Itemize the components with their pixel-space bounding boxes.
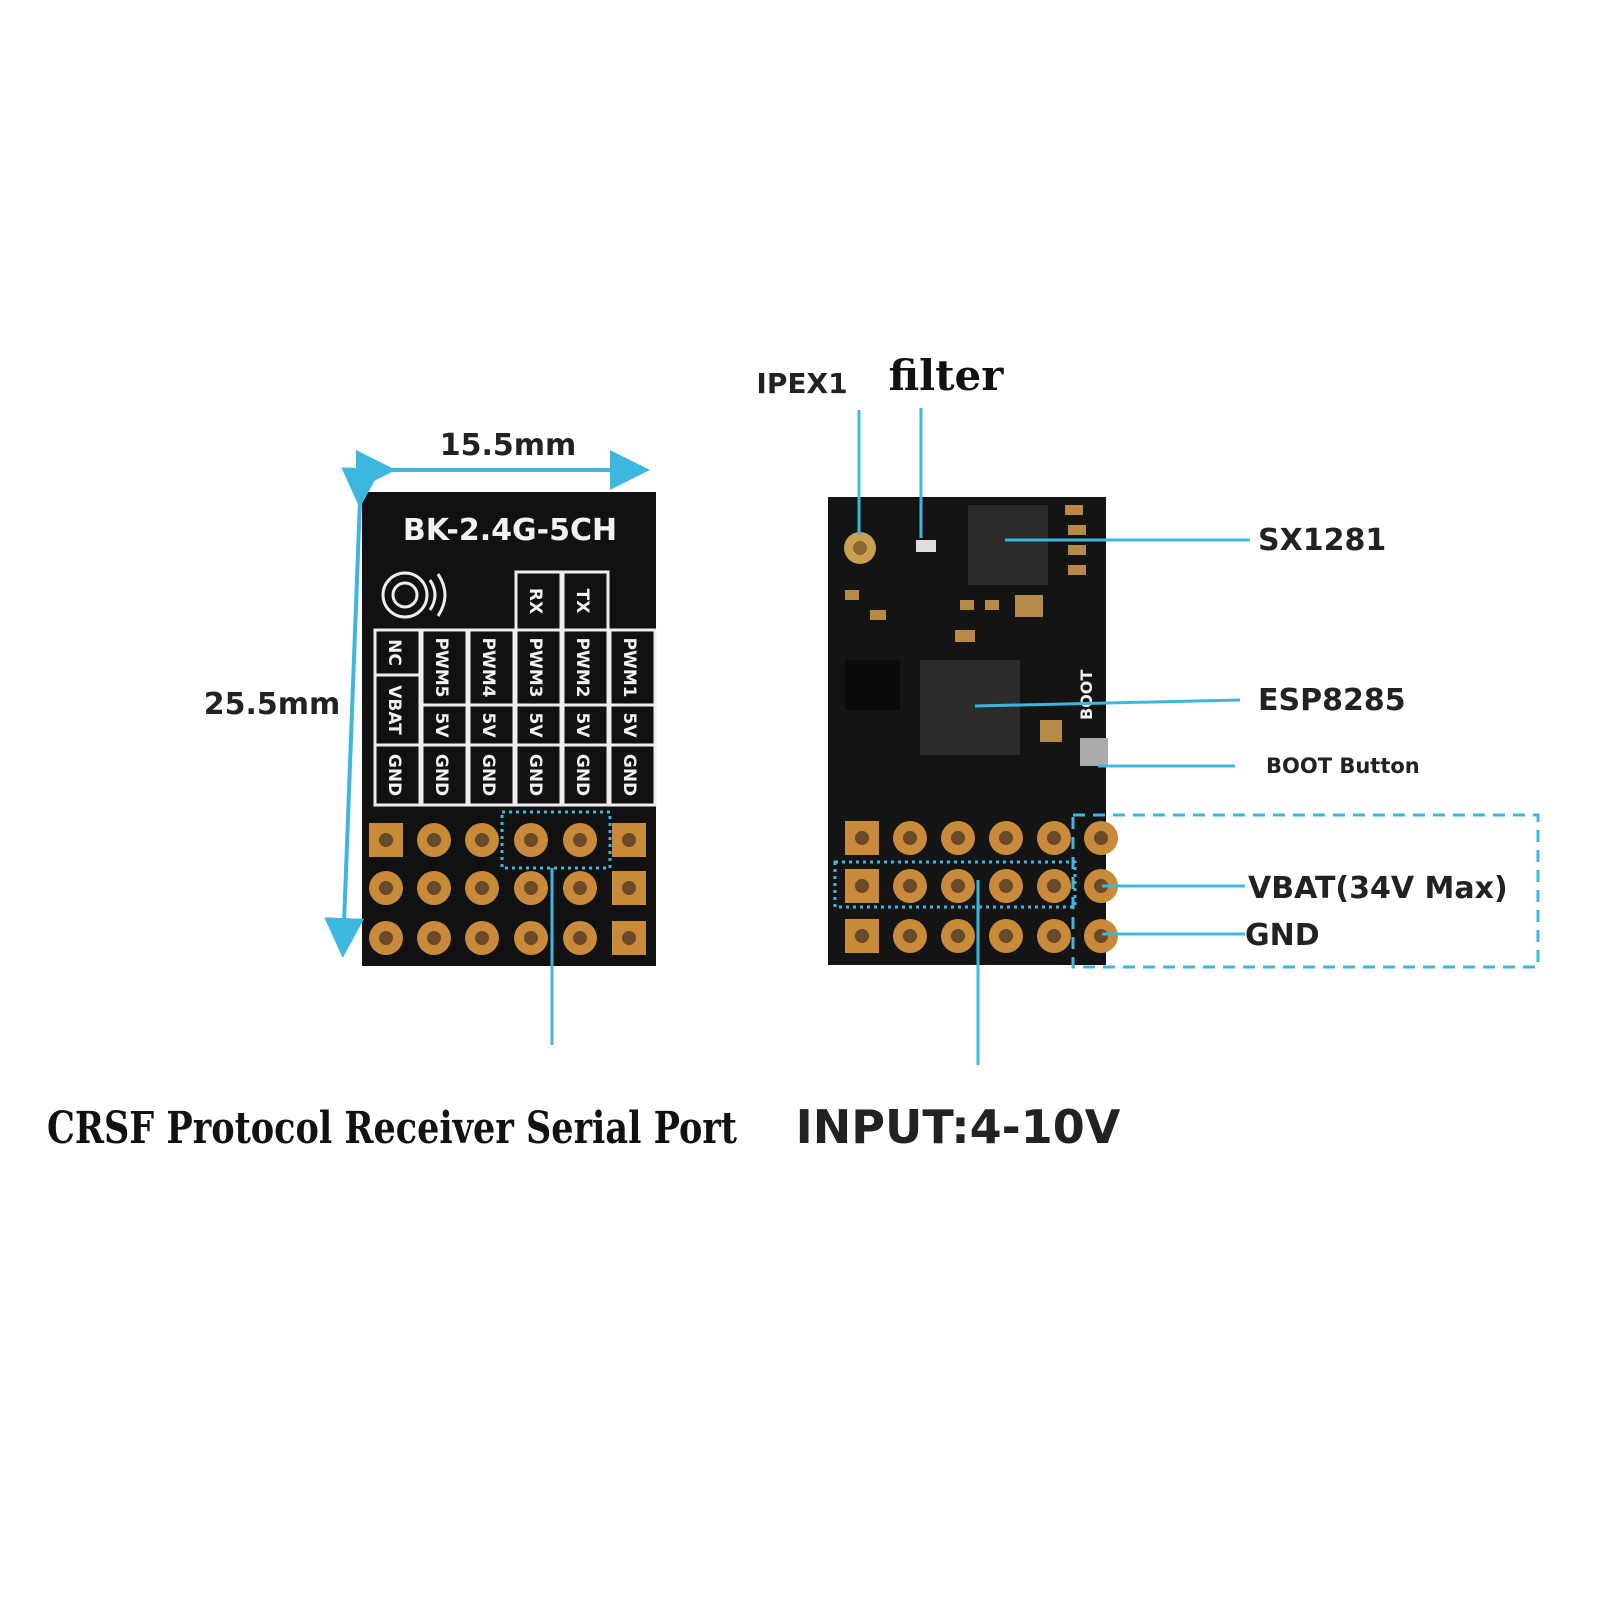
pin-label: PWM4: [478, 638, 498, 698]
pin-label: 5V: [478, 713, 498, 739]
left-caption: CRSF Protocol Receiver Serial Port: [47, 1103, 738, 1154]
height-dimension-arrow: [324, 467, 382, 958]
silk-cell: [514, 570, 563, 632]
pin-label: GND: [525, 754, 545, 796]
pin-label: PWM5: [431, 638, 451, 698]
gnd-label: GND: [1245, 918, 1320, 953]
ipex-label: IPEX1: [756, 367, 847, 400]
pin-label: PWM2: [572, 638, 592, 698]
antenna-logo-icon: [381, 571, 447, 619]
sx1281-label: SX1281: [1258, 523, 1386, 558]
pin-label: GND: [384, 754, 404, 796]
pin-label: 5V: [431, 713, 451, 739]
pin-label-grid: NC VBAT GND PWM5 5V GND PWM4 5V GND PWM3 5V GND PWM2…: [373, 570, 657, 807]
pin-label: 5V: [572, 713, 592, 739]
filter-component: [916, 540, 936, 552]
pcb-left: [362, 492, 656, 966]
sx1281-chip: [968, 505, 1048, 585]
silk-cell: [514, 743, 563, 807]
pin-label: 5V: [619, 713, 639, 739]
pin-label: NC: [384, 639, 404, 666]
esp8285-chip: [920, 660, 1020, 755]
silk-cell: [561, 743, 610, 807]
model-label: BK-2.4G-5CH: [403, 513, 617, 548]
callout-lines: [857, 408, 1250, 1065]
right-caption: INPUT:4-10V: [796, 1100, 1121, 1154]
silk-cell: [561, 570, 610, 632]
filter-label: filter: [889, 351, 1005, 400]
pin-label: GND: [619, 754, 639, 796]
pin-label: PWM1: [619, 638, 639, 698]
left-pad-array: [369, 823, 646, 955]
vbat-label: VBAT(34V Max): [1248, 871, 1508, 906]
boot-button[interactable]: [1080, 738, 1108, 766]
pin-label: GND: [431, 754, 451, 796]
silk-cell: [467, 743, 516, 807]
right-board: BOOT: [828, 497, 1540, 969]
pin-label: 5V: [525, 713, 545, 739]
silk-cell: [420, 743, 469, 807]
boot-silk-label: BOOT: [1077, 670, 1096, 720]
input-highlight: [833, 860, 1077, 909]
silk-cell: [608, 743, 657, 807]
boot-button-label: BOOT Button: [1266, 754, 1420, 778]
pin-label: TX: [572, 589, 592, 614]
pin-label: GND: [478, 754, 498, 796]
power-highlight: [1071, 813, 1540, 969]
left-board: BK-2.4G-5CH NC VBAT GND PWM5 5V GND PWM4 5V GND P…: [362, 492, 657, 1045]
pin-label: PWM3: [525, 638, 545, 698]
width-label: 15.5mm: [440, 428, 577, 463]
pin-label: RX: [525, 588, 545, 614]
serial-port-highlight: [500, 810, 612, 870]
height-label: 25.5mm: [204, 687, 341, 722]
pin-label: VBAT: [384, 685, 404, 735]
pin-label: GND: [572, 754, 592, 796]
right-pad-array: [845, 821, 1118, 953]
esp8285-label: ESP8285: [1258, 683, 1406, 718]
